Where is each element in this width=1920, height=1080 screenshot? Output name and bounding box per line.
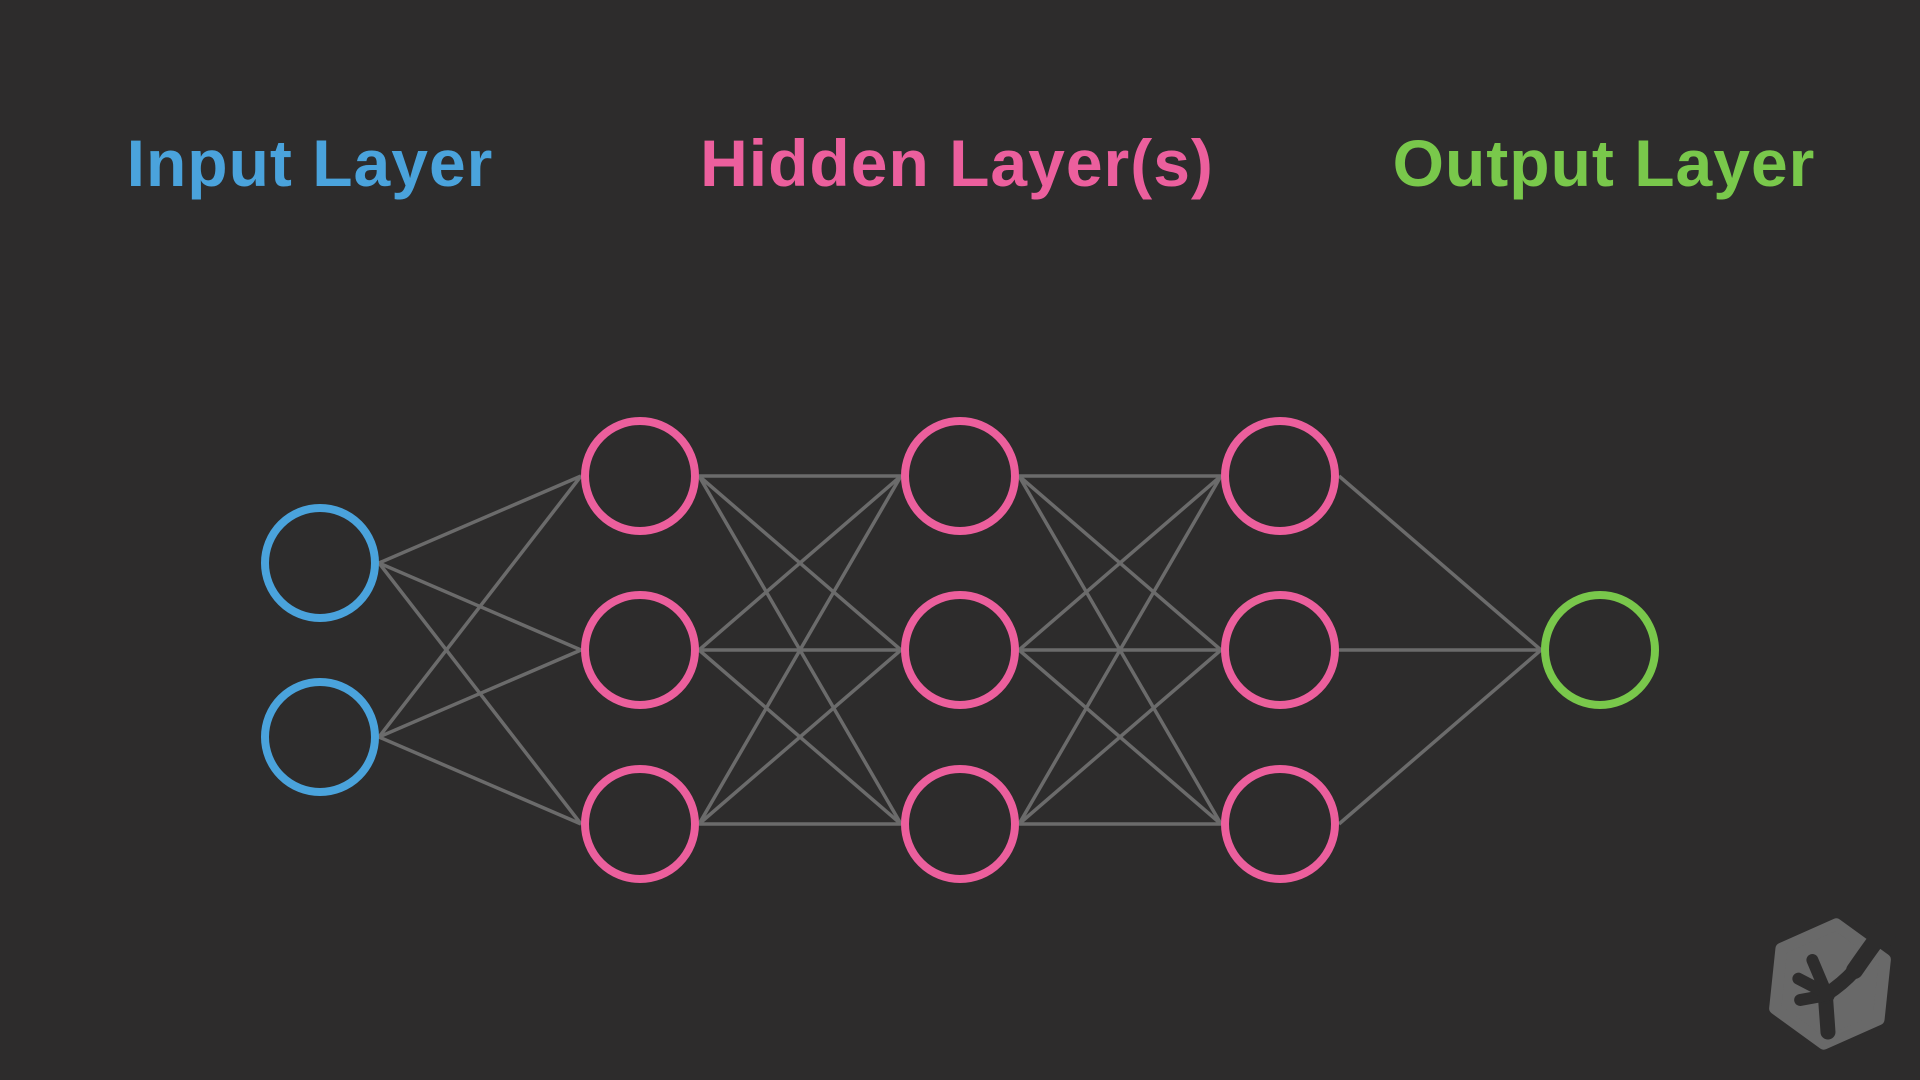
input-layer-label: Input Layer [126, 126, 494, 200]
logo-tree-cutout [1792, 922, 1896, 1040]
edge-line [697, 648, 903, 826]
edge-line [378, 648, 582, 739]
nodes-group [261, 417, 1659, 883]
output-node [1541, 591, 1659, 709]
edge-line [377, 474, 583, 739]
edge-line [1337, 474, 1543, 652]
hidden-2-node [901, 591, 1019, 709]
hidden-3-node [1221, 591, 1339, 709]
edges-group [377, 474, 1543, 826]
treehouse-logo-icon [1769, 918, 1896, 1050]
input-node [261, 678, 379, 796]
edge-line [1017, 475, 1223, 825]
hidden-3-node [1221, 765, 1339, 883]
hidden-1-node [581, 417, 699, 535]
hidden-3-node [1221, 417, 1339, 535]
edge-line [378, 735, 582, 826]
hidden-2-node [901, 417, 1019, 535]
hidden-1-node [581, 591, 699, 709]
input-node [261, 504, 379, 622]
edge-line [697, 475, 903, 825]
edge-line [378, 474, 582, 565]
edge-line [1017, 474, 1223, 652]
edge-line [697, 474, 903, 652]
edge-line [1017, 648, 1223, 826]
hidden-1-node [581, 765, 699, 883]
edge-line [1337, 648, 1543, 826]
hidden-layer-label: Hidden Layer(s) [700, 126, 1214, 200]
output-layer-label: Output Layer [1392, 126, 1816, 200]
hidden-2-node [901, 765, 1019, 883]
